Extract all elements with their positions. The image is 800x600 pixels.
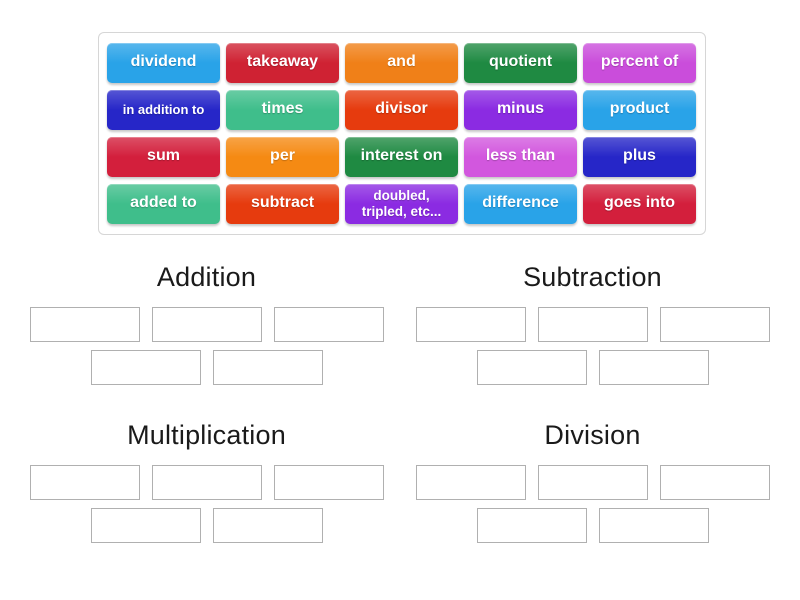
drop-zone-row — [14, 350, 399, 385]
drop-zone-row — [14, 465, 399, 500]
category-multiplication: Multiplication — [14, 420, 399, 551]
drop-slot[interactable] — [29, 307, 140, 342]
drop-slot[interactable] — [212, 508, 323, 543]
word-tile[interactable]: plus — [583, 136, 696, 177]
word-tile[interactable]: divisor — [345, 89, 458, 130]
drop-slot[interactable] — [415, 465, 526, 500]
drop-slot[interactable] — [537, 465, 648, 500]
drop-zone-row — [400, 350, 785, 385]
category-subtraction: Subtraction — [400, 262, 785, 393]
word-tile[interactable]: dividend — [107, 42, 220, 83]
word-tile[interactable]: doubled, tripled, etc... — [345, 183, 458, 224]
drop-slot[interactable] — [151, 307, 262, 342]
drop-slot[interactable] — [659, 465, 770, 500]
word-tile[interactable]: minus — [464, 89, 577, 130]
category-title-division: Division — [544, 420, 641, 450]
drop-zone-row — [400, 465, 785, 500]
drop-slot[interactable] — [476, 508, 587, 543]
drop-slot[interactable] — [598, 508, 709, 543]
word-tile[interactable]: subtract — [226, 183, 339, 224]
word-tile[interactable]: interest on — [345, 136, 458, 177]
word-tile[interactable]: per — [226, 136, 339, 177]
word-tile[interactable]: added to — [107, 183, 220, 224]
drop-slot[interactable] — [598, 350, 709, 385]
drop-slot[interactable] — [151, 465, 262, 500]
word-tile[interactable]: takeaway — [226, 42, 339, 83]
word-tile[interactable]: in addition to — [107, 89, 220, 130]
drop-slot[interactable] — [476, 350, 587, 385]
drop-slot[interactable] — [273, 307, 384, 342]
drop-slot[interactable] — [212, 350, 323, 385]
drop-zone-row — [14, 508, 399, 543]
word-tile[interactable]: goes into — [583, 183, 696, 224]
drop-slot[interactable] — [90, 350, 201, 385]
word-tile[interactable]: percent of — [583, 42, 696, 83]
category-addition: Addition — [14, 262, 399, 393]
word-tile[interactable]: sum — [107, 136, 220, 177]
drop-slot[interactable] — [29, 465, 140, 500]
word-tile[interactable]: and — [345, 42, 458, 83]
category-division: Division — [400, 420, 785, 551]
word-tile[interactable]: times — [226, 89, 339, 130]
drop-zone-row — [400, 307, 785, 342]
word-tile[interactable]: difference — [464, 183, 577, 224]
drop-slot[interactable] — [273, 465, 384, 500]
word-tile[interactable]: quotient — [464, 42, 577, 83]
drop-slot[interactable] — [659, 307, 770, 342]
drop-slot[interactable] — [415, 307, 526, 342]
category-title-multiplication: Multiplication — [127, 420, 286, 450]
category-title-addition: Addition — [156, 262, 257, 292]
word-tile[interactable]: product — [583, 89, 696, 130]
drop-zone-row — [14, 307, 399, 342]
drop-slot[interactable] — [90, 508, 201, 543]
drop-zone-row — [400, 508, 785, 543]
category-title-subtraction: Subtraction — [523, 262, 662, 292]
word-tile[interactable]: less than — [464, 136, 577, 177]
drop-slot[interactable] — [537, 307, 648, 342]
